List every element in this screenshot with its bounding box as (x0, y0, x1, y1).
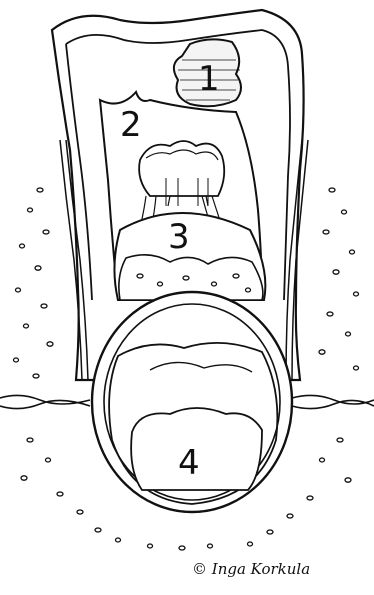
nerve-bundle-left (0, 395, 90, 408)
developing-tooth-crown (139, 141, 224, 196)
copyright-credit: © Inga Korkula (192, 560, 362, 578)
label-1: 1 (198, 59, 220, 99)
nerve-bundle-right (292, 395, 374, 408)
label-4: 4 (178, 443, 200, 483)
label-3: 3 (168, 217, 190, 257)
label-2: 2 (120, 105, 142, 145)
